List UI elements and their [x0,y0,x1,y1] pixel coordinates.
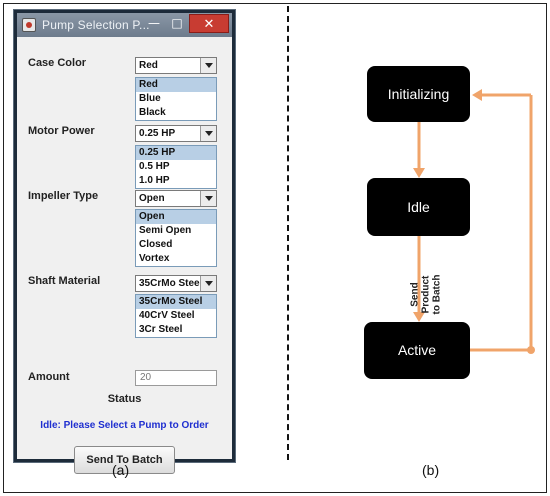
impeller-type-option[interactable]: Closed [139,239,173,250]
caption-a: (a) [112,462,130,478]
state-idle: Idle [367,178,470,236]
form-panel: Case Color Red Red Blue Black Motor Powe… [17,37,232,474]
shaft-material-select[interactable]: 35CrMo Steel [135,275,217,292]
impeller-type-options: Open Semi Open Closed Vortex [135,209,217,267]
impeller-type-option[interactable]: Open [136,210,216,224]
pump-selection-window: Pump Selection P... — □ ✕ Case Color Red… [14,10,235,474]
impeller-type-select[interactable]: Open [135,190,217,207]
case-color-option[interactable]: Black [139,107,166,118]
shaft-material-option[interactable]: 35CrMo Steel [136,295,216,309]
transition-label-text: Send Product to Batch [410,263,443,327]
motor-power-label: Motor Power [28,125,95,137]
status-message: Idle: Please Select a Pump to Order [40,420,209,431]
amount-input[interactable]: 20 [135,370,217,386]
maximize-button[interactable]: □ [171,16,183,30]
case-color-option[interactable]: Red [136,78,216,92]
case-color-label: Case Color [28,57,87,69]
motor-power-option[interactable]: 1.0 HP [139,175,170,186]
case-color-select[interactable]: Red [135,57,217,74]
java-app-icon [22,18,36,32]
amount-label: Amount [28,371,70,383]
window-title: Pump Selection P... [42,18,150,32]
caption-b: (b) [422,462,440,478]
shaft-material-option[interactable]: 3Cr Steel [139,324,183,335]
chevron-down-icon[interactable] [200,58,216,73]
send-to-batch-button[interactable]: Send To Batch [74,446,175,474]
title-bar[interactable]: Pump Selection P... — □ ✕ [17,13,232,37]
shaft-material-option[interactable]: 40CrV Steel [139,310,195,321]
motor-power-select[interactable]: 0.25 HP [135,125,217,142]
state-initializing: Initializing [367,66,470,122]
transition-label-line: Send Product [409,275,432,314]
shaft-material-options: 35CrMo Steel 40CrV Steel 3Cr Steel [135,294,217,338]
transition-label-line: to Batch [431,274,443,315]
chevron-down-icon[interactable] [200,126,216,141]
motor-power-selected: 0.25 HP [139,128,176,139]
transition-label: Send Product to Batch [410,252,443,316]
panel-divider [287,6,289,460]
case-color-selected: Red [139,60,158,71]
case-color-options: Red Blue Black [135,77,217,121]
shaft-material-selected: 35CrMo Steel [139,278,203,289]
state-active: Active [364,322,470,379]
shaft-material-label: Shaft Material [28,275,101,287]
impeller-type-option[interactable]: Semi Open [139,225,192,236]
impeller-type-selected: Open [139,193,165,204]
motor-power-options: 0.25 HP 0.5 HP 1.0 HP [135,145,217,189]
motor-power-option[interactable]: 0.25 HP [136,146,216,160]
case-color-option[interactable]: Blue [139,93,161,104]
chevron-down-icon[interactable] [200,191,216,206]
close-button[interactable]: ✕ [189,14,229,33]
motor-power-option[interactable]: 0.5 HP [139,161,170,172]
minimize-button[interactable]: — [148,16,160,30]
impeller-type-option[interactable]: Vortex [139,253,170,264]
chevron-down-icon[interactable] [200,276,216,291]
impeller-type-label: Impeller Type [28,190,99,202]
status-label: Status [107,393,142,405]
